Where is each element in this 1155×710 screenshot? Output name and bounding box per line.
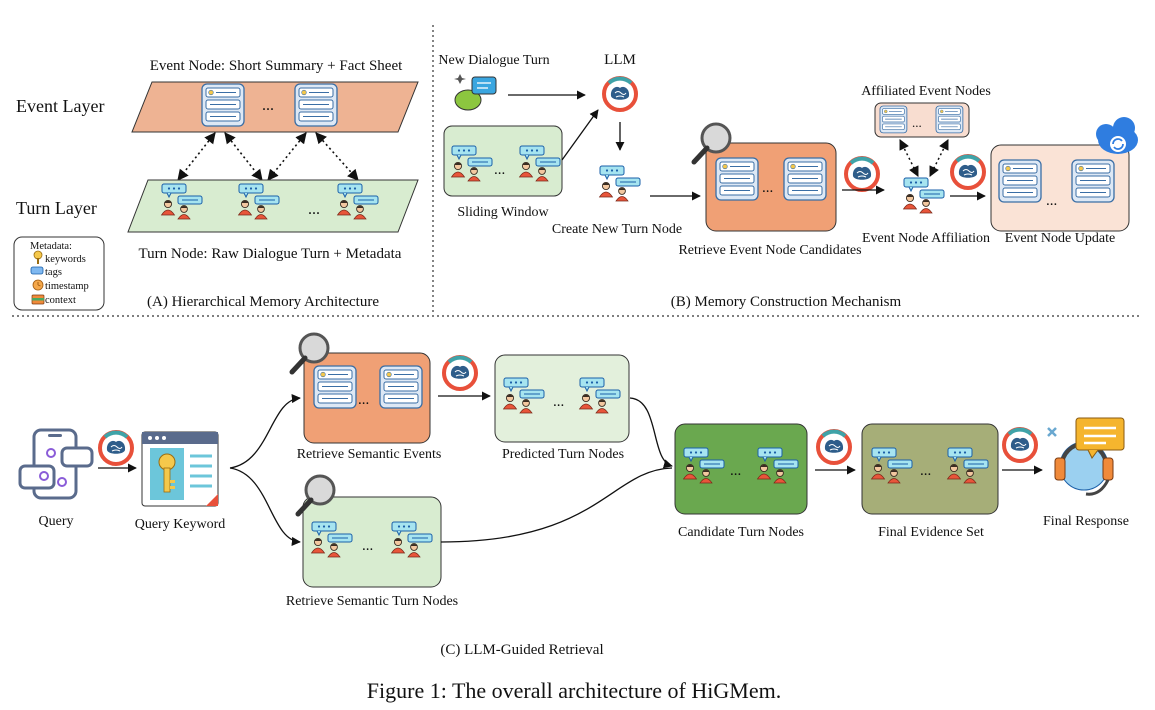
turn-layer-label: Turn Layer [16, 198, 97, 218]
new-dialogue-turn-label: New Dialogue Turn [438, 53, 549, 68]
headset-response-icon [1047, 417, 1125, 496]
event-node-card [201, 83, 245, 127]
affiliation-turn-node [903, 177, 945, 214]
event-node-card [313, 365, 357, 409]
clock-icon [32, 279, 44, 291]
context-icon [31, 294, 45, 305]
figure-caption: Figure 1: The overall architecture of Hi… [367, 678, 781, 703]
tag-icon [30, 266, 44, 275]
event-layer-label: Event Layer [16, 96, 104, 116]
panel-c: Query Query Keyword ... Retrieve Se [18, 334, 1129, 658]
event-node-card [998, 159, 1042, 203]
llm-brain-icon [98, 430, 134, 466]
metadata-legend: Metadata: keywords tags timestamp contex… [13, 236, 105, 311]
sliding-window-label: Sliding Window [457, 205, 549, 220]
panel-b-title: (B) Memory Construction Mechanism [671, 294, 902, 310]
event-turn-links [177, 132, 359, 181]
final-response-label: Final Response [1043, 514, 1129, 529]
panel-b: New Dialogue Turn LLM ... Sliding Window… [438, 52, 1138, 310]
retrieve-event-candidates-label: Retrieve Event Node Candidates [678, 243, 861, 258]
ellipsis: ... [308, 201, 320, 218]
event-node-card [715, 157, 759, 201]
llm-brain-icon [1002, 427, 1038, 463]
candidate-turn-nodes-label: Candidate Turn Nodes [678, 525, 804, 540]
ellipsis: ... [912, 115, 922, 130]
ellipsis: ... [920, 463, 931, 479]
event-node-card [379, 365, 423, 409]
speech-bubbles-icon [454, 74, 497, 111]
ellipsis: ... [358, 392, 369, 408]
create-new-turn-node-label: Create New Turn Node [552, 222, 682, 237]
ellipsis: ... [762, 180, 773, 196]
llm-brain-icon [816, 429, 852, 465]
metadata-item: tags [45, 267, 62, 278]
new-turn-node [599, 165, 641, 202]
llm-brain-icon [844, 156, 880, 192]
event-node-card [783, 157, 827, 201]
ellipsis: ... [553, 394, 564, 410]
key-icon [33, 250, 43, 264]
metadata-title: Metadata: [30, 241, 72, 252]
metadata-item: timestamp [45, 281, 89, 292]
event-node-label: Event Node: Short Summary + Fact Sheet [150, 58, 403, 74]
llm-brain-icon [602, 76, 638, 112]
event-node-card [935, 105, 964, 134]
final-evidence-set-box [861, 423, 999, 515]
metadata-item: keywords [45, 254, 86, 265]
ellipsis: ... [494, 162, 505, 178]
affiliated-event-nodes-label: Affiliated Event Nodes [861, 84, 991, 99]
cloud-sync-icon [1096, 117, 1138, 154]
llm-brain-icon [950, 154, 986, 190]
phone-chat-icon [18, 428, 94, 500]
event-node-affiliation-label: Event Node Affiliation [862, 231, 990, 246]
panel-a-title: (A) Hierarchical Memory Architecture [147, 294, 379, 310]
event-node-card [879, 105, 908, 134]
retrieve-semantic-turn-nodes-label: Retrieve Semantic Turn Nodes [286, 594, 458, 609]
panel-c-title: (C) LLM-Guided Retrieval [440, 642, 603, 658]
panel-a: Event Node: Short Summary + Fact Sheet E… [13, 58, 419, 311]
event-node-card [294, 83, 338, 127]
retrieve-semantic-events-label: Retrieve Semantic Events [297, 447, 442, 462]
query-label: Query [39, 514, 74, 529]
turn-node-label: Turn Node: Raw Dialogue Turn + Metadata [139, 246, 402, 262]
ellipsis: ... [362, 538, 373, 554]
event-node-card [1071, 159, 1115, 203]
metadata-item: context [45, 295, 76, 306]
query-keyword-label: Query Keyword [135, 517, 226, 532]
predicted-turn-nodes-box [494, 354, 630, 443]
final-evidence-set-label: Final Evidence Set [878, 525, 984, 540]
llm-label: LLM [604, 52, 636, 68]
candidate-turn-nodes-box [674, 423, 808, 515]
llm-brain-icon [442, 355, 478, 391]
event-node-update-label: Event Node Update [1005, 231, 1115, 246]
ellipsis: ... [262, 97, 274, 114]
ellipsis: ... [730, 463, 741, 479]
ellipsis: ... [1046, 193, 1057, 209]
key-document-icon [141, 431, 219, 507]
event-layer-plane [131, 81, 419, 133]
predicted-turn-nodes-label: Predicted Turn Nodes [502, 447, 624, 462]
